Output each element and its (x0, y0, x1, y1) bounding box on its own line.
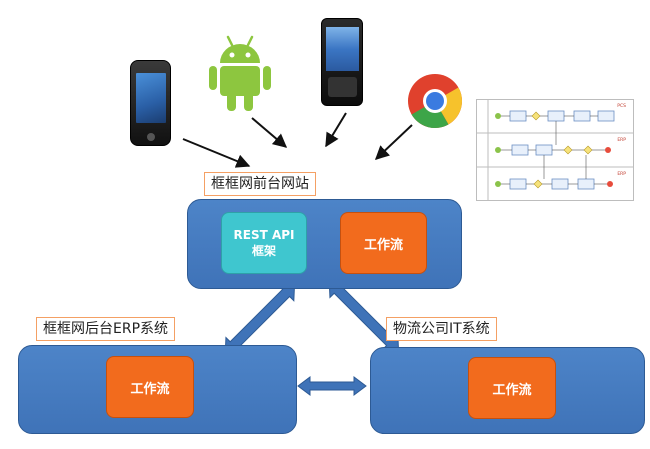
logistics-it-title: 物流公司IT系统 (386, 317, 497, 341)
chrome-icon (408, 74, 462, 129)
frontend-workflow-box: 工作流 (340, 212, 427, 274)
thumbnail-lane-label-2: ERP (617, 137, 626, 143)
backend-erp-title: 框框网后台ERP系统 (36, 317, 176, 341)
thumbnail-lane-label-1: PCS (617, 103, 626, 109)
arrow-chrome-to-frontend (374, 124, 413, 160)
arrow-iphone-to-frontend (182, 138, 251, 168)
pda-screen (326, 27, 359, 71)
arrow-pda-to-frontend (325, 112, 347, 148)
backend-erp-workflow-box: 工作流 (106, 356, 194, 418)
thumbnail-lane-label-3: ERP (617, 171, 626, 177)
pda-icon (321, 18, 363, 106)
arrow-android-to-frontend (251, 117, 288, 148)
iphone-screen (136, 73, 166, 123)
frontend-title: 框框网前台网站 (204, 172, 316, 196)
bpmn-diagram-thumbnail: PCS ERP ERP (476, 99, 634, 201)
pda-keypad (328, 77, 357, 97)
logistics-it-workflow-box: 工作流 (468, 357, 556, 419)
iphone-icon (130, 60, 171, 146)
android-icon (209, 35, 271, 111)
arrow-erp-logistics (297, 376, 367, 396)
rest-api-framework-box: REST API 框架 (221, 212, 307, 274)
iphone-home-button (147, 133, 155, 141)
